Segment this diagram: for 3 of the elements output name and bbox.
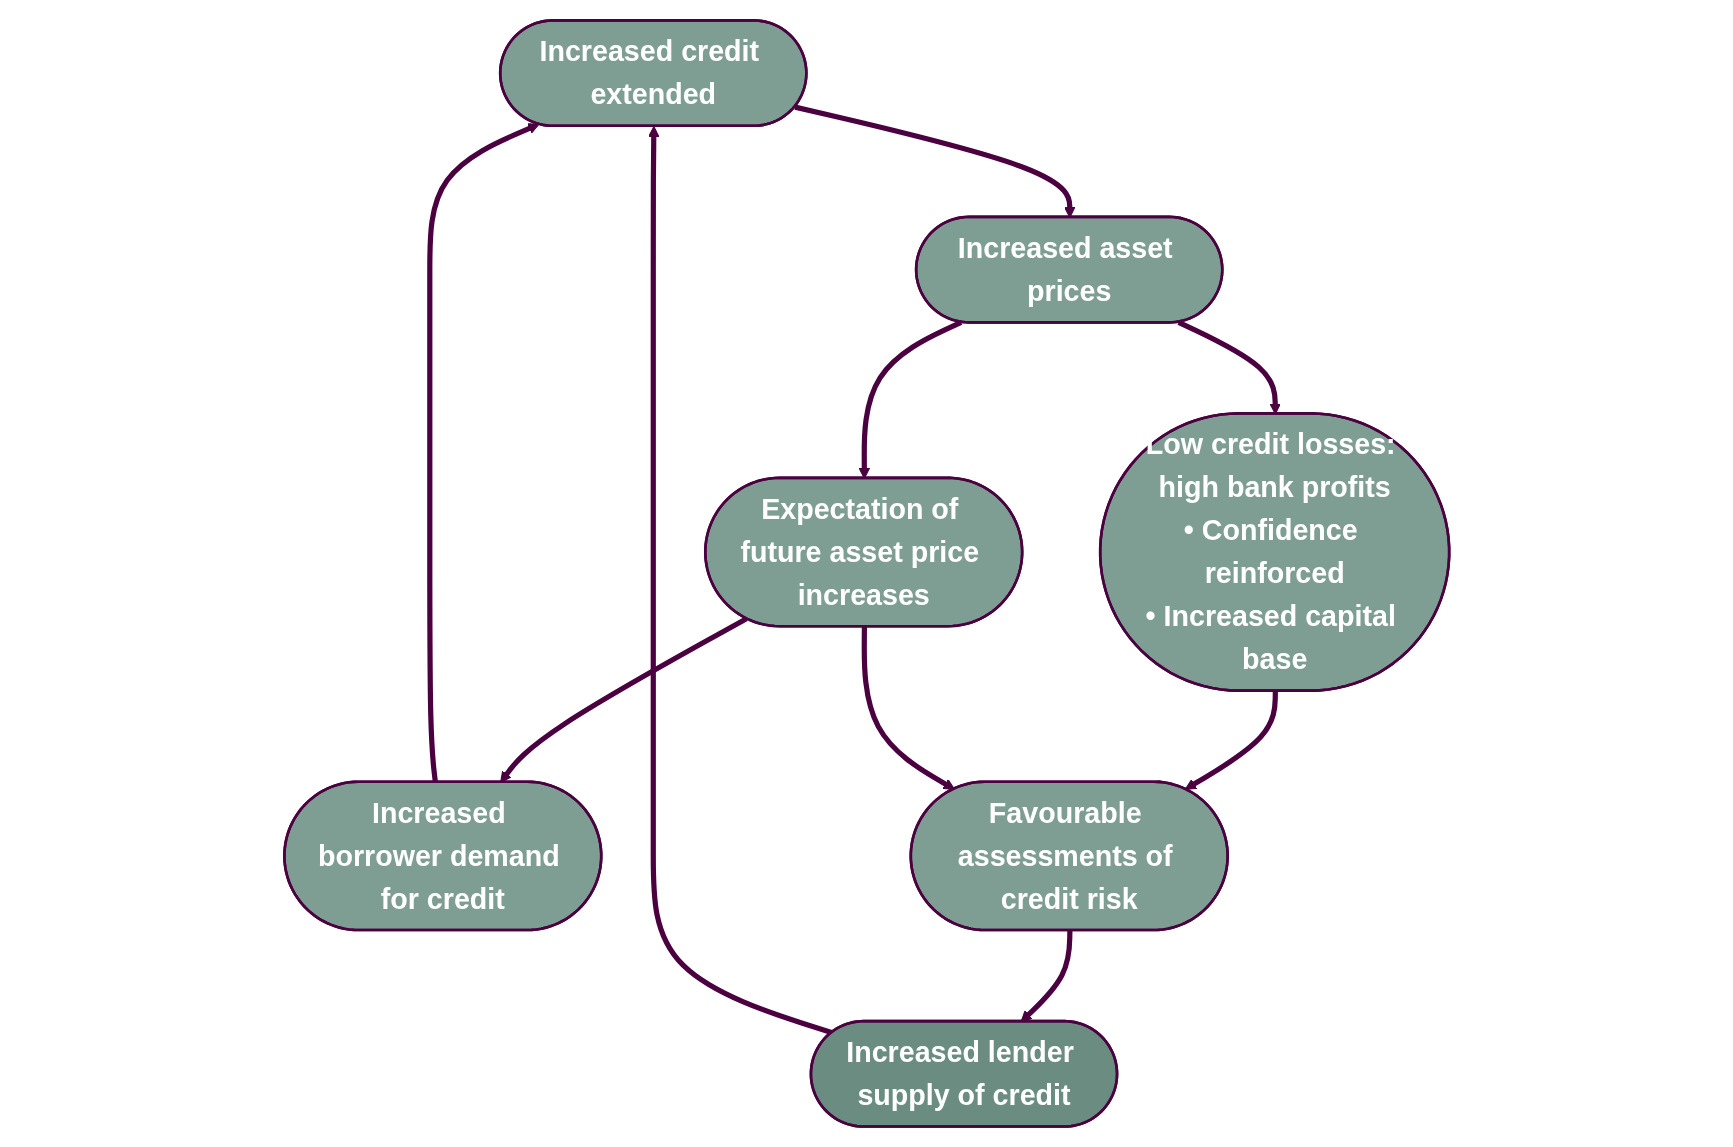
arrow: [861, 626, 955, 790]
arrow: [647, 125, 833, 1036]
arrow: [1184, 691, 1278, 790]
